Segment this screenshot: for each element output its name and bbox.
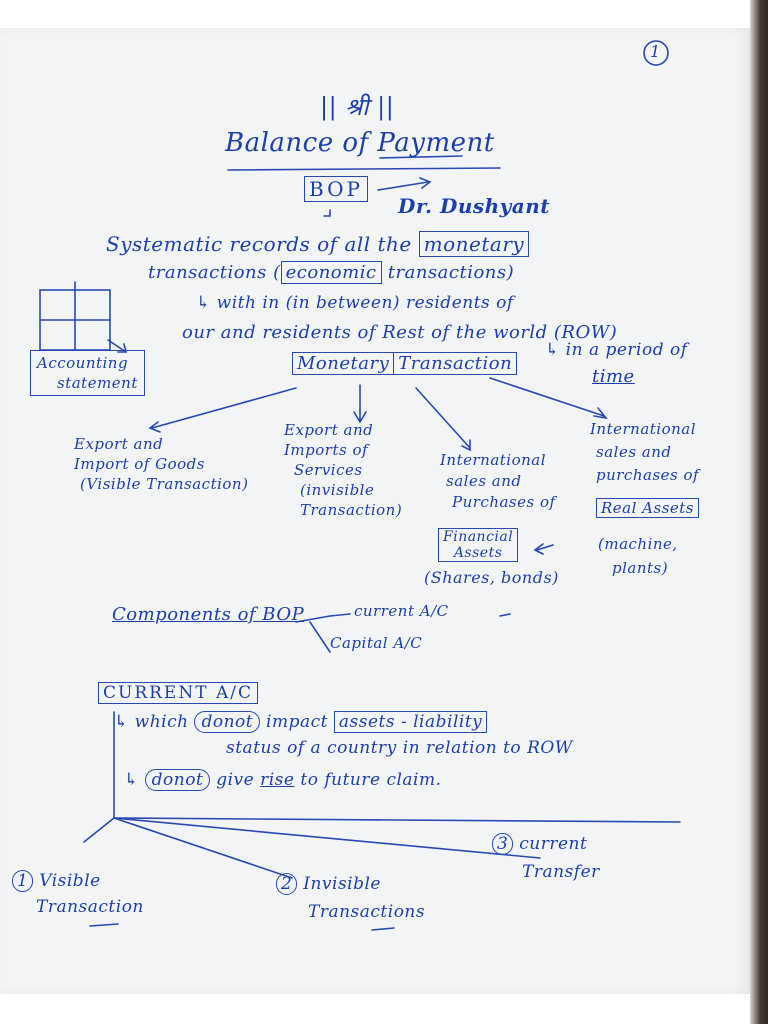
branch-line: Purchases of bbox=[452, 493, 556, 511]
type-number: 2 bbox=[276, 873, 298, 895]
definition-line-1: Systematic records of all the monetary bbox=[106, 231, 530, 257]
boxed-line: Financial bbox=[443, 529, 514, 545]
component-capital: Capital A/C bbox=[330, 634, 423, 652]
branch-services: Export and Imports of Services (invisibl… bbox=[284, 420, 402, 520]
financial-note: (Shares, bonds) bbox=[424, 568, 559, 587]
branch-line: sales and bbox=[596, 443, 672, 461]
text-fragment: give bbox=[216, 770, 255, 790]
arrow-glyph: ↳ bbox=[124, 770, 145, 790]
accounting-label: Accounting bbox=[37, 354, 129, 372]
branch-line: Services bbox=[294, 461, 363, 479]
branch-line: sales and bbox=[446, 472, 522, 490]
real-note: (machine, plants) bbox=[598, 532, 678, 580]
notebook-page bbox=[0, 28, 750, 994]
branch-line: (Visible Transaction) bbox=[80, 475, 249, 493]
financial-assets-box: Financial Assets bbox=[438, 528, 519, 562]
type-line: 3 current bbox=[492, 830, 600, 858]
page-title: Balance of Payment bbox=[225, 128, 495, 158]
current-ac-title: CURRENT A/C bbox=[98, 682, 258, 704]
boxed-line: Assets bbox=[453, 545, 503, 561]
component-current: current A/C bbox=[354, 602, 449, 620]
branch-line: purchases of bbox=[596, 466, 700, 484]
period-note: ↳ in a period of bbox=[545, 340, 688, 360]
accounting-statement-box: Accounting statement bbox=[30, 350, 145, 396]
branch-line: Export and bbox=[74, 435, 164, 453]
text-fragment: to future claim. bbox=[300, 770, 442, 790]
type-label: current bbox=[519, 834, 588, 854]
definition-line-4: our and residents of Rest of the world (… bbox=[182, 322, 618, 343]
definition-text: Systematic records of all the bbox=[106, 232, 412, 256]
type-label: Transfer bbox=[522, 862, 600, 882]
branch-real: International sales and purchases of bbox=[590, 418, 699, 487]
donot-oval: donot bbox=[194, 711, 261, 733]
monetary-box: monetary bbox=[418, 231, 530, 257]
definition-line-3: ↳ with in (in between) residents of bbox=[196, 293, 514, 313]
type-number: 1 bbox=[12, 870, 34, 892]
bop-abbr: BOP bbox=[304, 176, 368, 202]
text-fragment: impact bbox=[266, 712, 328, 732]
branch-goods: Export and Import of Goods (Visible Tran… bbox=[74, 434, 248, 494]
economic-box: economic bbox=[280, 261, 382, 284]
type-line: 2 Invisible bbox=[276, 870, 425, 898]
branch-financial: International sales and Purchases of bbox=[440, 450, 556, 513]
text-fragment: ↳ which bbox=[114, 712, 189, 732]
components-label: Components of BOP bbox=[112, 604, 305, 625]
header-mark: || श्री || bbox=[320, 93, 395, 121]
page-edge bbox=[750, 0, 768, 1024]
note-line: plants) bbox=[612, 559, 669, 577]
current-ac-line-2: status of a country in relation to ROW bbox=[226, 738, 573, 758]
definition-text: transactions) bbox=[387, 262, 515, 283]
type-visible: 1 Visible Transaction bbox=[12, 868, 144, 920]
time-note: time bbox=[592, 366, 635, 387]
donot-oval: donot bbox=[144, 769, 211, 791]
current-ac-line-3: ↳ donot give rise to future claim. bbox=[124, 769, 442, 791]
branch-line: (invisible bbox=[300, 481, 375, 499]
real-assets-box: Real Assets bbox=[596, 498, 700, 518]
type-current-transfer: 3 current Transfer bbox=[492, 830, 600, 886]
transaction-label: Transaction bbox=[394, 352, 518, 375]
current-ac-line-1: ↳ which donot impact assets - liability bbox=[114, 711, 488, 733]
type-label: Invisible bbox=[303, 874, 381, 894]
note-line: (machine, bbox=[598, 535, 678, 553]
branch-line: Export and bbox=[284, 421, 374, 439]
rise-word: rise bbox=[260, 770, 295, 790]
definition-line-2: transactions (economic transactions) bbox=[148, 261, 515, 284]
type-label: Transaction bbox=[36, 897, 144, 917]
type-label: Transactions bbox=[308, 902, 426, 922]
page-number: 1 bbox=[650, 42, 661, 61]
branch-line: International bbox=[440, 451, 547, 469]
definition-text: transactions ( bbox=[148, 262, 281, 283]
type-invisible: 2 Invisible Transactions bbox=[276, 870, 425, 926]
author: Dr. Dushyant bbox=[398, 194, 551, 218]
assets-liability-box: assets - liability bbox=[333, 711, 488, 733]
statement-label: statement bbox=[57, 374, 138, 392]
branch-line: Transaction) bbox=[300, 501, 403, 519]
type-label: Visible bbox=[39, 871, 101, 891]
branch-line: International bbox=[590, 420, 697, 438]
branch-line: Imports of bbox=[284, 441, 369, 459]
type-number: 3 bbox=[492, 833, 514, 855]
type-line: 1 Visible bbox=[12, 868, 144, 894]
monetary-label: Monetary bbox=[292, 352, 395, 375]
branch-line: Import of Goods bbox=[74, 455, 205, 473]
